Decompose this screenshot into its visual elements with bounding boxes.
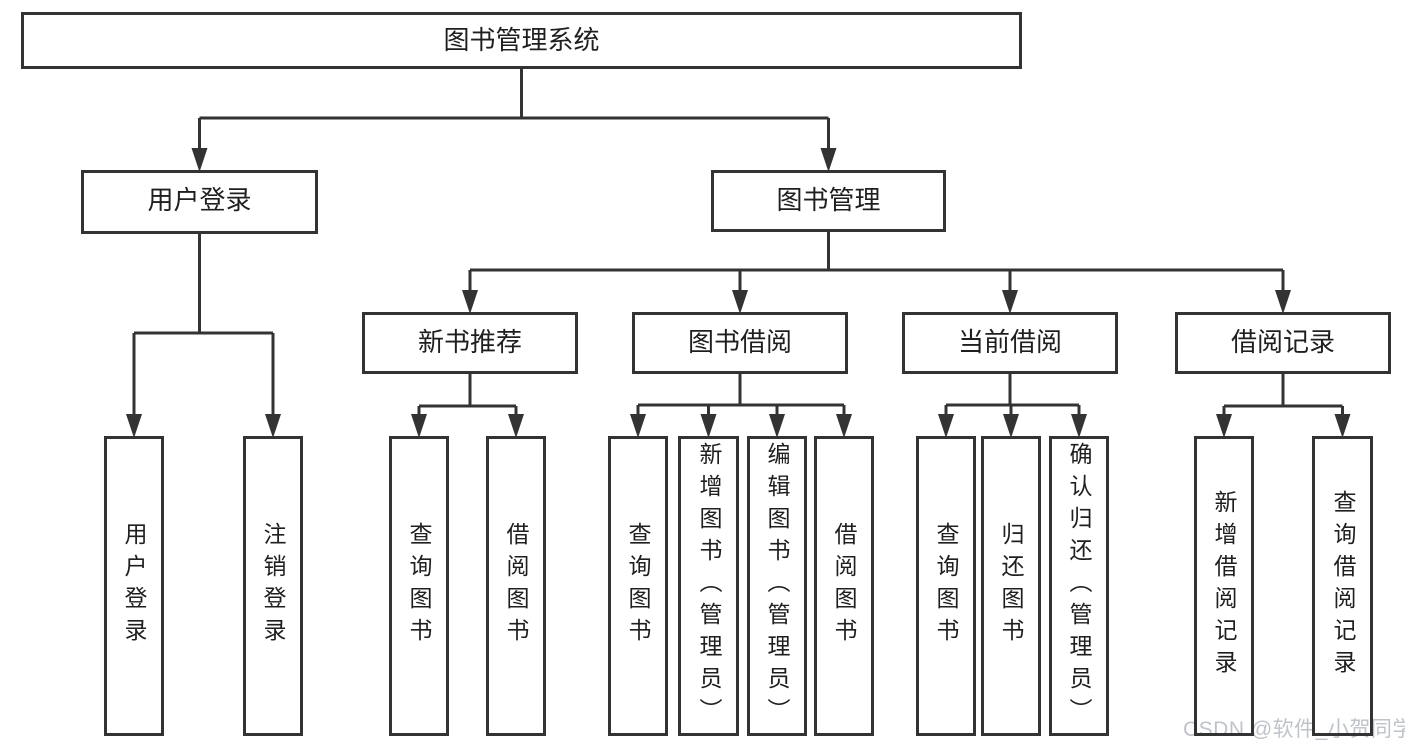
arrowhead-icon: [836, 414, 852, 438]
connector-book-management-to-level3: [468, 232, 1285, 292]
watermark: CSDN @软件_小贺同学: [1183, 718, 1405, 741]
arrowhead-icon: [700, 414, 717, 438]
node-library-management-system: 图书管理系统: [21, 12, 1022, 69]
leaf-user-login: 用户登录: [104, 436, 164, 736]
node-current-borrowing: 当前借阅: [902, 312, 1118, 374]
arrowhead-icon: [508, 414, 524, 438]
leaf-current-confirm-return-admin: 确认归还（管理员）: [1049, 436, 1109, 736]
arrowhead-icon: [820, 148, 837, 172]
arrowhead-icon: [769, 414, 785, 438]
arrowhead-icon: [462, 290, 478, 314]
arrowhead-icon: [1002, 290, 1018, 314]
leaf-borrowing-add-books-admin: 新增图书（管理员）: [678, 436, 739, 736]
leaf-borrowing-edit-books-admin: 编辑图书（管理员）: [747, 436, 807, 736]
arrowhead-icon: [1003, 414, 1019, 438]
arrowhead-icon: [1216, 414, 1232, 438]
connector-user-login-to-leaves: [132, 234, 275, 416]
arrowhead-icon: [732, 290, 748, 314]
node-borrowing-records: 借阅记录: [1175, 312, 1391, 374]
leaf-logout-login: 注销登录: [243, 436, 303, 736]
arrowhead-icon: [1334, 414, 1351, 438]
arrowhead-icon: [938, 414, 954, 438]
leaf-borrowing-query-books: 查询图书: [608, 436, 668, 736]
connector-root-to-level2: [198, 69, 830, 150]
arrowhead-icon: [411, 414, 427, 438]
connector-current-borrowing-to-leaves: [944, 374, 1081, 416]
connector-borrowing-records-to-leaves: [1222, 374, 1344, 416]
connector-new-book-recommendation-to-leaves: [417, 374, 518, 416]
arrowhead-icon: [126, 414, 142, 438]
leaf-current-return-books: 归还图书: [981, 436, 1041, 736]
node-book-borrowing: 图书借阅: [632, 312, 848, 374]
leaf-current-query-books: 查询图书: [916, 436, 976, 736]
arrowhead-icon: [630, 414, 646, 438]
connector-book-borrowing-to-leaves: [636, 374, 846, 416]
node-new-book-recommendation: 新书推荐: [362, 312, 578, 374]
leaf-records-query-record: 查询借阅记录: [1312, 436, 1373, 736]
arrowhead-icon: [265, 414, 281, 438]
leaf-recommend-query-books: 查询图书: [389, 436, 449, 736]
node-user-login: 用户登录: [81, 170, 318, 234]
arrowhead-icon: [1275, 290, 1291, 314]
arrowhead-icon: [191, 148, 208, 172]
leaf-recommend-borrow-books: 借阅图书: [486, 436, 546, 736]
arrowhead-icon: [1071, 414, 1087, 438]
leaf-borrowing-borrow-books: 借阅图书: [814, 436, 874, 736]
leaf-records-add-record: 新增借阅记录: [1194, 436, 1254, 736]
node-book-management: 图书管理: [711, 170, 946, 232]
